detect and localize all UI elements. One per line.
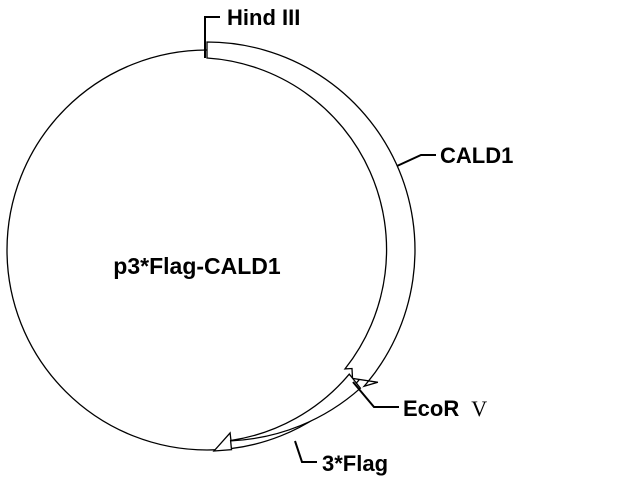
plasmid-name: p3*Flag-CALD1 <box>113 253 281 279</box>
cald1-feature-label: CALD1 <box>440 143 513 168</box>
ecorv-label-main: EcoR <box>403 396 459 421</box>
hindiii-site-label: Hind III <box>227 5 300 30</box>
flag-feature-label: 3*Flag <box>322 451 388 476</box>
ecorv-site-label: EcoR V <box>403 396 487 421</box>
flag-feature-arrow <box>212 373 362 452</box>
ecorv-leader-line <box>352 381 399 408</box>
cald1-feature-arrow <box>206 41 416 388</box>
hindiii-site-marker <box>204 16 220 58</box>
flag-leader-line <box>294 440 317 463</box>
cald1-leader-line <box>396 154 436 167</box>
ecorv-label-numeral: V <box>471 396 487 421</box>
